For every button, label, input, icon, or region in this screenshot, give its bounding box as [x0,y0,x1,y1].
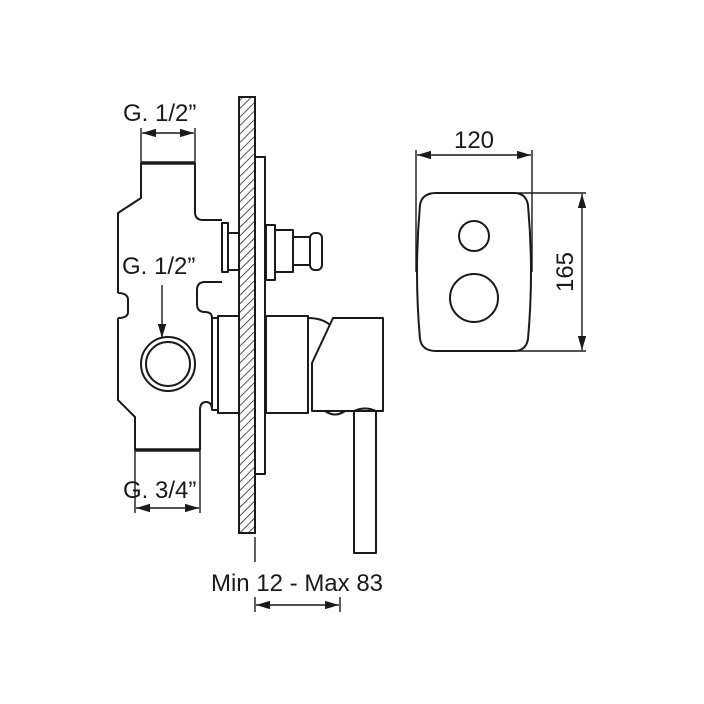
upper-connector-2 [274,229,294,273]
upper-nut-inner [227,232,240,271]
lever [353,407,377,554]
wall-section [238,96,256,534]
valve-body [117,163,222,450]
diverter-knob [458,220,490,252]
upper-connector-cap [309,232,323,271]
upper-connector-3 [292,236,311,266]
upper-connector-1 [265,224,276,281]
front-cover-plate [416,192,532,352]
lower-flange [217,315,240,414]
cover-plate-side [254,156,266,475]
handle-pivot [324,410,346,416]
plate-height-label: 165 [552,252,579,292]
handle-block [311,317,384,412]
body-slot [117,292,129,319]
handle-body [265,315,309,414]
wall-depth-label: Min 12 - Max 83 [211,570,383,597]
side-inlet-label: G. 1/2” [122,253,195,280]
handle-collar [307,317,331,326]
outlet-circle-outer [140,336,196,392]
outlet-circle-inner [145,341,191,387]
handle-hole [449,273,499,323]
bottom-outlet-label: G. 3/4” [123,477,196,504]
plate-width-label: 120 [454,127,494,154]
top-inlet-label: G. 1/2” [123,100,196,127]
